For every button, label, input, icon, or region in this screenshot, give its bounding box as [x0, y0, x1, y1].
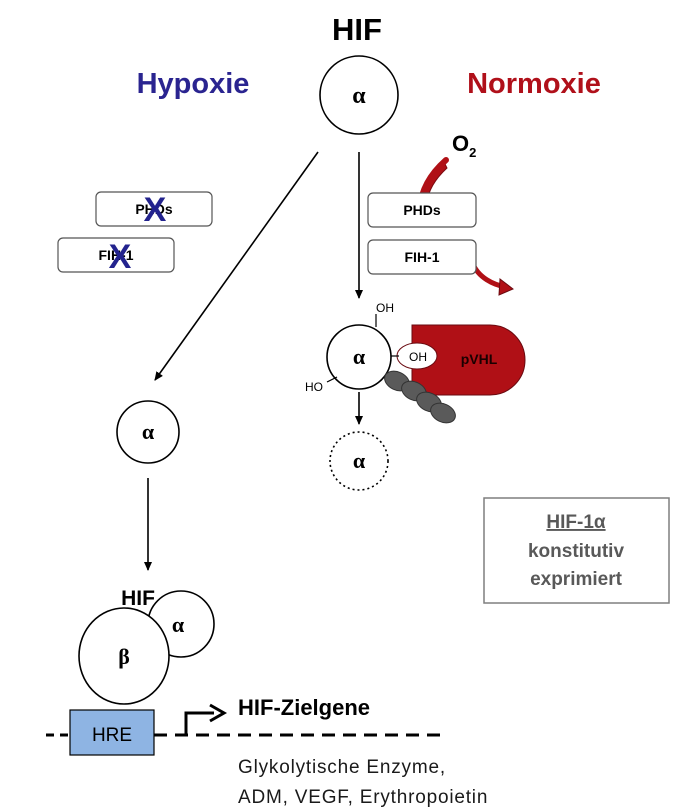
- hre-box: [69, 709, 155, 756]
- arrow-to-hypoxie: [154, 151, 319, 381]
- fih1-inhibited-label: FIH-1: [99, 247, 134, 263]
- note-line-3: exprimiert: [530, 569, 623, 590]
- hydroxylation-arrowhead: [498, 278, 514, 296]
- hre-label: HRE: [92, 725, 132, 746]
- target-genes-line1: Glykolytische Enzyme,: [238, 757, 446, 778]
- ubiquitin-4: [430, 402, 456, 424]
- phds-box: [367, 192, 477, 228]
- phds-inhibited-box: [95, 191, 213, 227]
- hif-alpha-degraded: [329, 431, 389, 491]
- ho-label: HO: [305, 380, 323, 394]
- o2-label: O2: [452, 131, 476, 160]
- fih1-box: [367, 239, 477, 275]
- fih1-inhibited-box: [57, 237, 175, 273]
- phds-inhibited-label: PHDs: [135, 201, 173, 217]
- alpha-symbol: α: [142, 419, 155, 444]
- hif-title: HIF: [332, 12, 382, 47]
- hif-alpha-normoxie: [326, 324, 392, 390]
- target-genes-line2: ADM, VEGF, Erythropoietin: [238, 787, 488, 808]
- pvhl-shape: [411, 324, 526, 396]
- transcription-start-arrow: [184, 711, 214, 735]
- hif-alpha-top: [319, 55, 399, 135]
- pvhl-label: pVHL: [461, 351, 498, 367]
- fih1-inhibit-x: X: [109, 238, 132, 276]
- normoxie-label: Normoxie: [467, 68, 601, 100]
- target-genes-title: HIF-Zielgene: [238, 695, 370, 720]
- oh-bound-label: OH: [409, 350, 427, 364]
- hif-alpha-hypoxie: [116, 400, 180, 464]
- alpha-symbol: α: [353, 448, 366, 473]
- hif-beta: [78, 607, 170, 705]
- alpha-symbol: α: [352, 83, 366, 109]
- note-box: [483, 497, 670, 604]
- alpha-symbol: α: [353, 344, 366, 369]
- ho-bond-left: [326, 376, 338, 383]
- fih1-label: FIH-1: [405, 249, 440, 265]
- alpha-symbol: α: [172, 612, 185, 637]
- transcription-arrowhead: [209, 703, 228, 723]
- oh-top-label: OH: [376, 301, 394, 315]
- note-line-2: konstitutiv: [528, 541, 624, 562]
- hypoxie-label: Hypoxie: [137, 68, 250, 100]
- note-line-1: HIF-1α: [546, 512, 606, 533]
- beta-symbol: β: [118, 644, 130, 669]
- phds-label: PHDs: [403, 202, 441, 218]
- hif-complex-label: HIF: [121, 587, 155, 610]
- phds-inhibit-x: X: [144, 191, 167, 229]
